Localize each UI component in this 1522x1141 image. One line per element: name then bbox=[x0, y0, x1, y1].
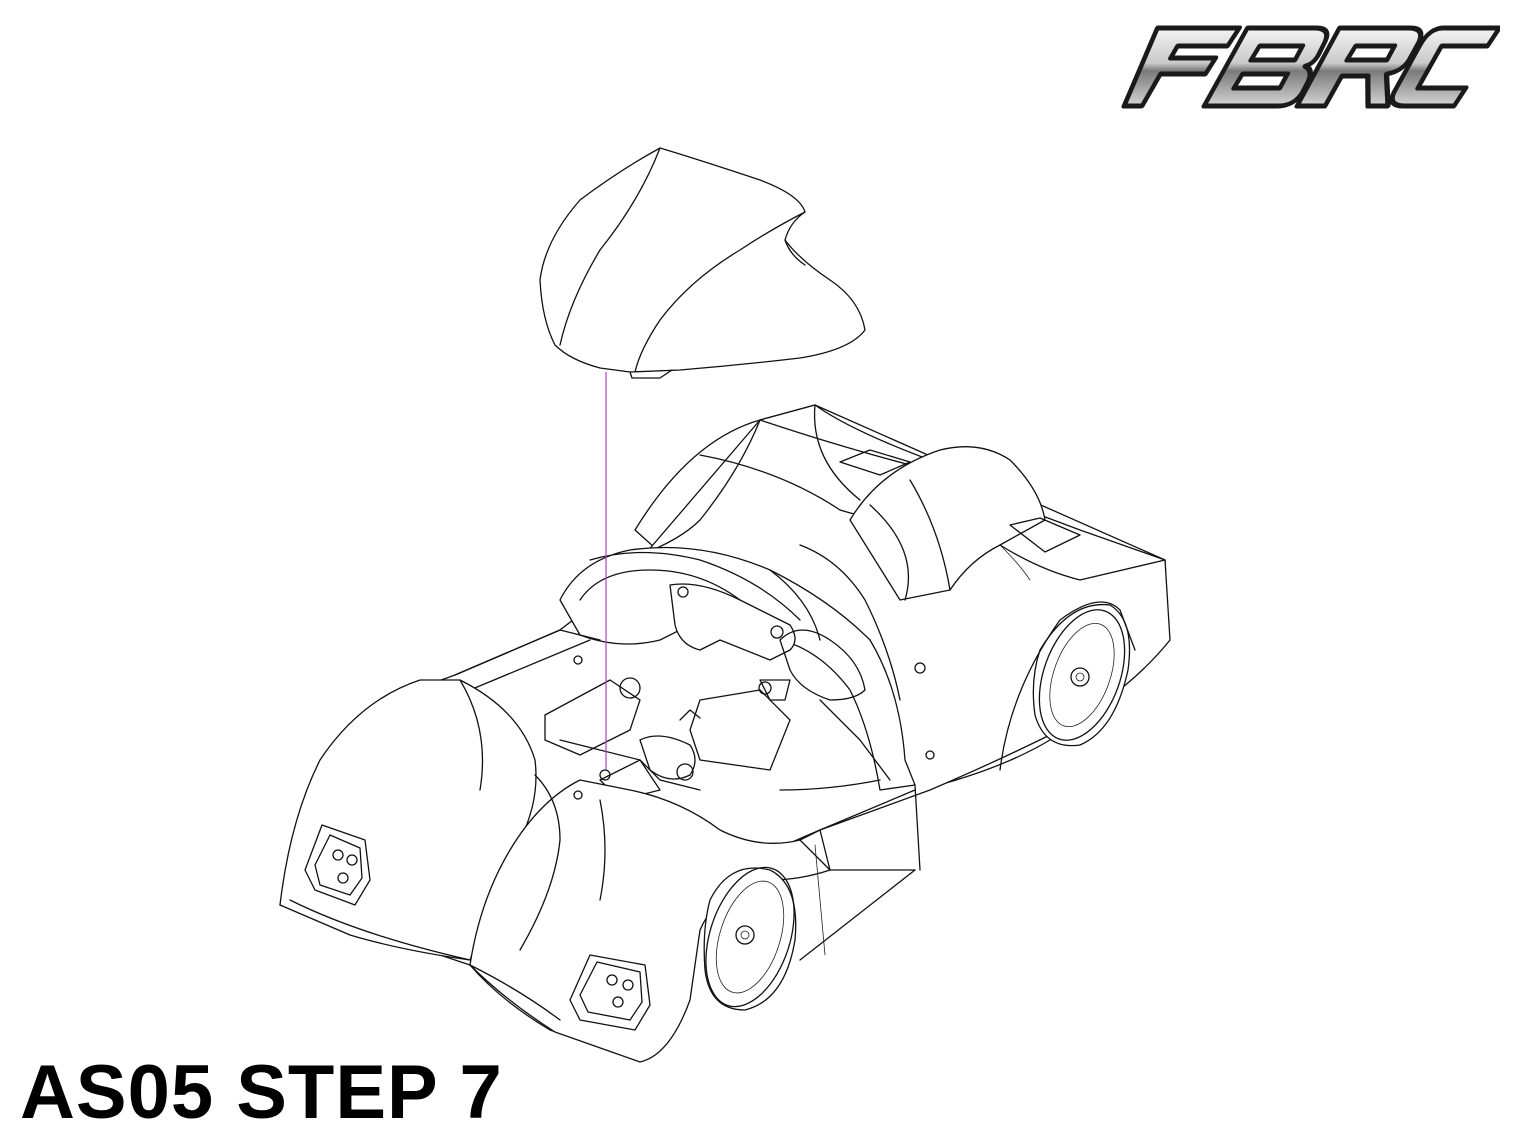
right-headlight bbox=[569, 954, 651, 1031]
front-right-wheel bbox=[703, 866, 797, 1011]
fbrc-logo bbox=[1121, 25, 1500, 109]
driver-cockpit-cover bbox=[539, 147, 866, 379]
left-headlight bbox=[304, 824, 371, 906]
step-title: AS05 STEP 7 bbox=[20, 1050, 503, 1135]
rear-right-wheel bbox=[1032, 603, 1131, 747]
car-body bbox=[279, 404, 1171, 1063]
